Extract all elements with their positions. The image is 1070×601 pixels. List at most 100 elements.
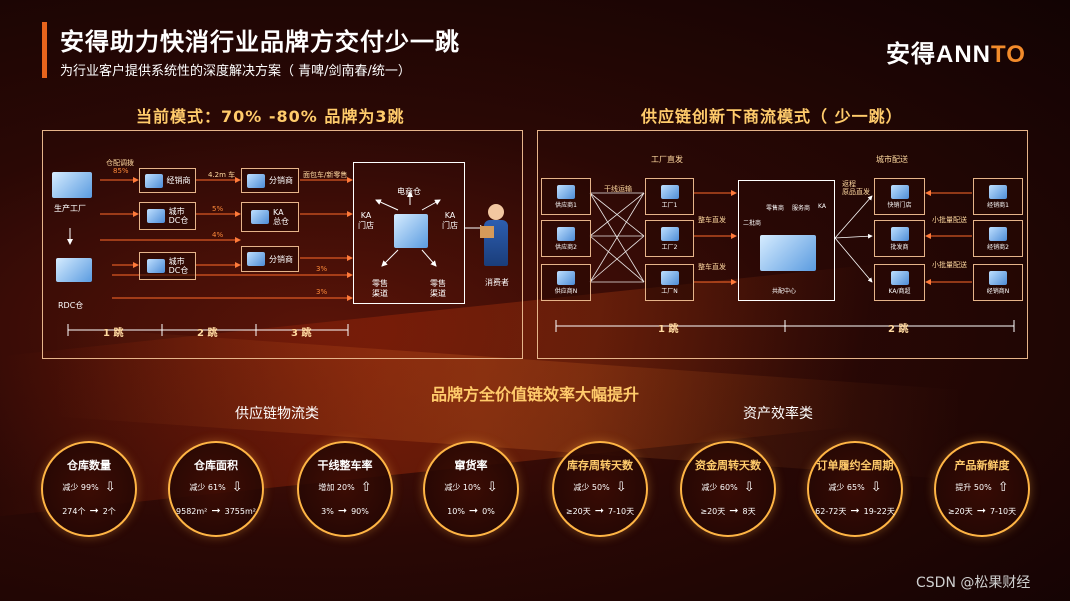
consumer-head-icon <box>488 204 504 220</box>
annto-logo: 安得ANNTO <box>886 41 1026 68</box>
arrow-right-icon: ➞ <box>594 504 604 517</box>
consumer-label: 消费者 <box>485 278 509 287</box>
metric-values: 62-72天➞19-22天 <box>809 504 901 517</box>
metric-change: 减少 50%⇩ <box>573 480 627 495</box>
metric-circle: 仓库面积减少 61%⇩ 9582m²➞3755m² <box>168 441 264 537</box>
dealer-1: 经销商1 <box>973 178 1023 215</box>
category-logistics: 供应链物流类 <box>235 406 319 422</box>
metric-title: 窜货率 <box>454 459 488 472</box>
warehouse-icon <box>557 226 575 241</box>
arrow-down-icon: ⇩ <box>104 480 116 495</box>
warehouse-icon <box>146 259 165 273</box>
warehouse-icon <box>144 173 163 188</box>
arrow-down-icon: ⇩ <box>615 480 627 495</box>
store-icon <box>890 270 909 285</box>
metric-change: 减少 61%⇩ <box>189 480 243 495</box>
arrow-right-icon: ➞ <box>337 504 348 517</box>
dealer-n: 经销商N <box>973 264 1023 301</box>
city-delivery-label: 城市配送 <box>876 155 908 164</box>
metric-from: 62-72天 <box>815 507 847 516</box>
metric-to: 19-22天 <box>863 507 895 516</box>
factory-icon <box>660 270 679 285</box>
hub-part-3: 服务商 <box>792 205 811 212</box>
warehouse-icon <box>989 184 1007 199</box>
metric-to: 2个 <box>102 507 116 516</box>
arrow-right-icon: ➞ <box>468 504 479 517</box>
warehouse-icon <box>557 270 575 285</box>
metric-title: 干线整车率 <box>317 459 373 472</box>
hub-part-4: KA <box>818 203 826 210</box>
arrow-down-icon: ⇩ <box>743 480 755 495</box>
outlet-wholesaler: 批发商 <box>874 220 925 257</box>
metric-values: ≥20天➞7-10天 <box>554 504 646 517</box>
warehouse-icon <box>557 184 575 199</box>
page-subtitle: 为行业客户提供系统性的深度解决方案（ 青啤/剑南春/统一） <box>60 64 411 79</box>
flow-label-4: 4% <box>212 231 224 239</box>
stage-1: 1 跳 <box>103 328 124 339</box>
flow-label-retail: 面包车/新零售 <box>303 171 348 179</box>
flow-label-3b: 3% <box>316 288 328 296</box>
node-ka-warehouse: KA 总仓 <box>241 202 299 232</box>
hub-label: 共配中心 <box>772 288 797 295</box>
hub-warehouse-icon <box>760 235 816 275</box>
flow-label-allocation: 仓配调拨 <box>106 159 134 167</box>
flow-label-5: 5% <box>212 205 224 213</box>
arrow-right-icon: ➞ <box>89 504 99 517</box>
flow-label-whole-truck-2: 整车直发 <box>698 263 726 271</box>
metric-change: 减少 60%⇩ <box>701 480 755 495</box>
metric-circle: 干线整车率增加 20%⇧ 3%➞90% <box>297 441 393 537</box>
metric-values: 274个➞2个 <box>43 504 135 517</box>
watermark: CSDN @松果财经 <box>916 575 1031 591</box>
category-assets: 资产效率类 <box>743 406 813 422</box>
right-stage-1: 1 跳 <box>658 324 679 335</box>
warehouse-icon <box>247 252 265 266</box>
outlet-fast-store: 快销门店 <box>874 178 925 215</box>
flow-label-whole-truck-1: 整车直发 <box>698 216 726 224</box>
arrow-down-icon: ⇩ <box>231 480 243 495</box>
factory-icon <box>660 184 679 199</box>
metric-to: 0% <box>482 507 495 516</box>
flow-label-truck: 4.2m 车 <box>208 171 236 179</box>
metric-title: 仓库数量 <box>67 459 111 472</box>
efficiency-title: 品牌方全价值链效率大幅提升 <box>430 385 639 404</box>
title-accent-bar <box>42 22 47 78</box>
metric-values: 3%➞90% <box>299 504 391 517</box>
warehouse-icon <box>989 226 1007 241</box>
store-icon <box>394 214 428 252</box>
metric-to: 90% <box>351 507 369 516</box>
hub-part-1: 二批商 <box>743 220 762 227</box>
dealer-2: 经销商2 <box>973 220 1023 257</box>
metric-from: 9582m² <box>176 507 208 516</box>
metric-title: 仓库面积 <box>194 459 238 472</box>
metric-from: 10% <box>447 507 465 516</box>
flow-label-trunk: 干线运输 <box>604 185 632 193</box>
flow-label-rebuy: 返程 原品直发 <box>842 180 870 196</box>
factory-label: 生产工厂 <box>54 204 86 213</box>
metric-to: 7-10天 <box>989 507 1017 516</box>
factory-1: 工厂1 <box>645 178 694 215</box>
metric-to: 8天 <box>742 507 756 516</box>
metric-circle: 订单履约全周期减少 65%⇩62-72天➞19-22天 <box>807 441 903 537</box>
factory-icon <box>52 172 92 202</box>
metric-change: 增加 20%⇧ <box>318 480 372 495</box>
arrow-up-icon: ⇧ <box>997 480 1009 495</box>
current-mode-panel <box>42 130 523 359</box>
metric-circle: 仓库数量减少 99%⇩274个➞2个 <box>41 441 137 537</box>
flow-label-small-1: 小批量配送 <box>932 216 967 224</box>
terminal-retail-right: 零售 渠道 <box>430 279 446 298</box>
node-city-dc-1: 城市 DC仓 <box>139 202 196 230</box>
arrow-right-icon: ➞ <box>976 504 986 517</box>
metric-values: 9582m²➞3755m² <box>170 504 262 517</box>
arrow-right-icon: ➞ <box>850 504 860 517</box>
metric-from: ≥20天 <box>565 507 591 516</box>
arrow-down-icon: ⇩ <box>486 480 498 495</box>
node-city-dc-2: 城市 DC仓 <box>139 252 196 280</box>
metric-circle: 资金周转天数减少 60%⇩≥20天➞8天 <box>680 441 776 537</box>
warehouse-icon <box>146 209 165 223</box>
warehouse-icon <box>247 173 265 188</box>
metric-to: 3755m² <box>224 507 256 516</box>
metric-change: 提升 50%⇧ <box>955 480 1009 495</box>
node-distributor-1: 分销商 <box>241 168 299 193</box>
metric-from: 274个 <box>62 507 86 516</box>
